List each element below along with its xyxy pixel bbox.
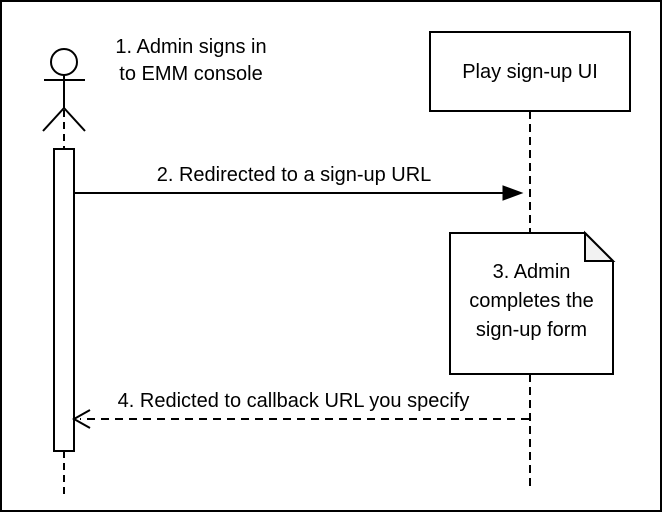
note-line3: sign-up form xyxy=(475,319,588,341)
message-2-label: 2. Redirected to a sign-up URL xyxy=(156,164,432,186)
message-4-arrow xyxy=(71,409,529,429)
note-line2: completes the xyxy=(469,290,594,312)
note-label: 3. Admin completes the sign-up form xyxy=(450,258,613,345)
message-1-line2: to EMM console xyxy=(119,63,263,85)
message-4-label: 4. Redicted to callback URL you specify xyxy=(117,390,470,412)
actor-icon xyxy=(42,48,86,132)
message-1-line1: 1. Admin signs in xyxy=(115,36,267,58)
participant-play-box xyxy=(429,31,631,112)
participant-play-label: Play sign-up UI xyxy=(462,60,598,83)
message-4-open-arrowhead-icon xyxy=(71,409,91,429)
note-fold-icon xyxy=(584,230,616,262)
message-1-label: 1. Admin signs in to EMM console xyxy=(101,34,281,88)
message-2-arrowhead-icon xyxy=(502,185,524,201)
note-shape xyxy=(449,230,616,375)
admin-activation-bar xyxy=(53,148,75,452)
message-2-arrow xyxy=(74,185,524,201)
note-line1: 3. Admin xyxy=(492,261,571,283)
